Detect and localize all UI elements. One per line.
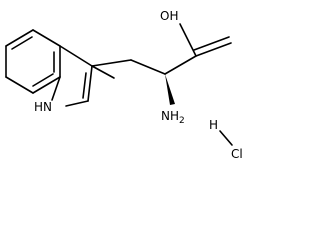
- amine-label: NH2: [161, 109, 185, 126]
- bond-benzene-1: [5, 29, 34, 47]
- bond-c3-ch2: [91, 59, 132, 67]
- bond-c3-c2: [87, 65, 93, 102]
- bond-methyl: [91, 65, 115, 79]
- bond-h-cl: [219, 130, 233, 146]
- hcl-h-label: H: [209, 118, 218, 132]
- double-bond-benzene-b: [32, 73, 54, 87]
- bond-c-o-double-2: [193, 36, 230, 51]
- bond-c-o-double-1: [195, 42, 232, 57]
- bond-n1-c7a: [51, 76, 61, 101]
- bond-calpha-ccarboxyl: [164, 55, 197, 75]
- bond-c-oh: [179, 23, 197, 57]
- bond-c3a-c3: [59, 45, 93, 67]
- wedge-bond-amine: [165, 74, 175, 105]
- hydroxyl-label: OH: [160, 9, 178, 23]
- pyrrole-ring: [51, 45, 93, 107]
- bond-benzene-6: [32, 29, 61, 47]
- side-chain: [91, 23, 232, 105]
- bond-c2-n1: [65, 100, 89, 107]
- hcl-cl-label: Cl: [231, 147, 243, 161]
- double-bond-benzene-a: [11, 36, 33, 50]
- bond-benzene-4: [32, 76, 61, 94]
- double-bond-c2-c3: [82, 72, 87, 99]
- bond-ch2-calpha: [130, 59, 166, 75]
- chemical-structure-diagram: OH NH2 HN H Cl: [5, 9, 243, 161]
- benzene-ring: [5, 29, 61, 94]
- pyrrole-nh-label: HN: [34, 100, 52, 114]
- bond-benzene-3: [5, 76, 34, 94]
